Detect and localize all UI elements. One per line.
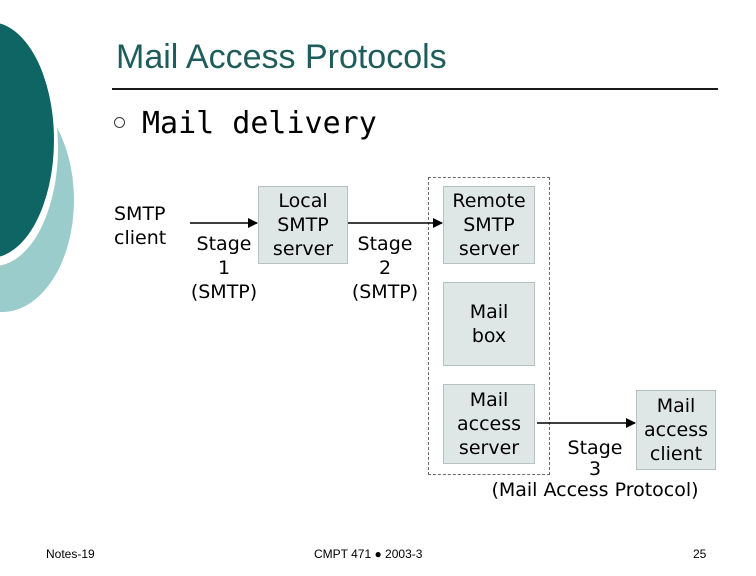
mail-box: Mail box xyxy=(443,282,535,366)
title-underline xyxy=(112,88,718,90)
bullet-circle-icon xyxy=(114,117,125,128)
page-number: 25 xyxy=(693,547,707,561)
footer-left: Notes-19 xyxy=(46,547,95,561)
bullet-text: Mail delivery xyxy=(142,106,377,141)
slide-title: Mail Access Protocols xyxy=(116,38,447,76)
sidebar-decoration xyxy=(0,23,74,312)
mail-access-client: Mail access client xyxy=(636,390,716,470)
local-smtp-server: Local SMTP server xyxy=(258,186,348,264)
stage-3-label: Stage 3 (Mail Access Protocol) xyxy=(491,437,699,501)
smtp-client-label: SMTP client xyxy=(114,203,167,249)
stage-1-label: Stage 1 (SMTP) xyxy=(190,233,258,303)
footer-center: CMPT 471 ● 2003-3 xyxy=(314,547,423,561)
stage-2-label: Stage 2 (SMTP) xyxy=(351,233,419,303)
remote-server-group xyxy=(428,177,550,475)
mail-access-server: Mail access server xyxy=(443,384,535,464)
remote-smtp-server: Remote SMTP server xyxy=(443,186,535,264)
sidebar-dark-ellipse xyxy=(0,23,54,257)
